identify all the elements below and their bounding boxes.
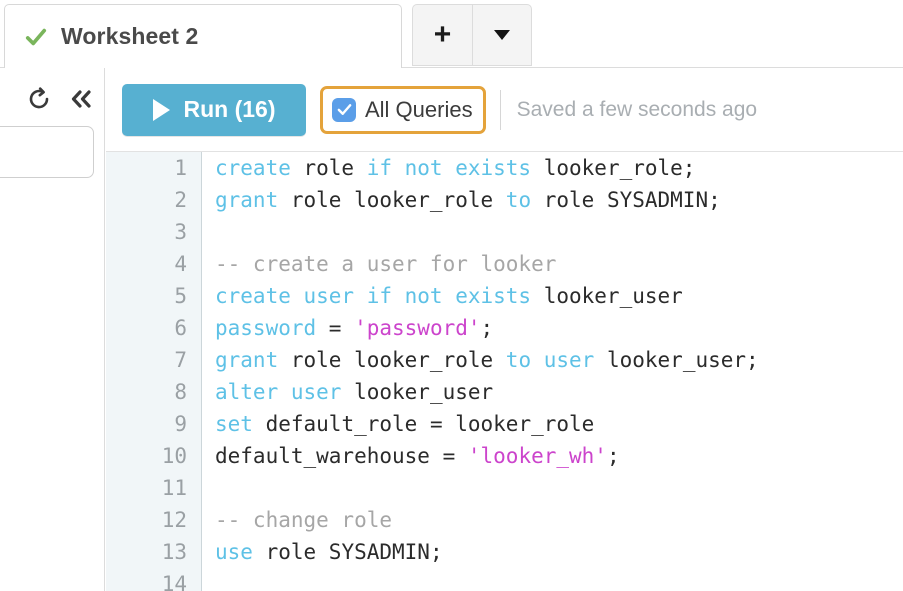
run-button-label: Run (16): [183, 96, 276, 122]
code-token-kw: set: [215, 412, 253, 436]
refresh-icon[interactable]: [26, 86, 52, 112]
line-number: 3: [174, 220, 187, 244]
code-line[interactable]: set default_role = looker_role: [203, 408, 903, 440]
code-token-pln: ;: [606, 444, 620, 468]
line-number: 7: [174, 348, 187, 372]
code-token-pln: looker_role;: [531, 156, 696, 180]
line-number: 2: [174, 188, 187, 212]
code-token-kw: grant: [215, 348, 279, 372]
double-chevron-left-icon[interactable]: [68, 86, 94, 112]
code-token-kw: create: [215, 156, 291, 180]
code-content[interactable]: create role if not exists looker_role;gr…: [203, 152, 903, 591]
line-number: 12: [161, 508, 187, 532]
code-token-pln: default_role = looker_role: [252, 412, 595, 436]
code-line[interactable]: create user if not exists looker_user: [203, 280, 903, 312]
all-queries-label: All Queries: [365, 96, 473, 122]
code-token-pln: role SYSADMIN;: [252, 540, 443, 564]
line-number: 1: [174, 156, 187, 180]
plus-icon: +: [433, 18, 452, 51]
code-token-kw: alter user: [215, 380, 342, 404]
add-worksheet-button[interactable]: +: [412, 4, 472, 66]
code-token-kw: use: [215, 540, 253, 564]
left-panel-actions: [26, 86, 94, 112]
tab-strip: Worksheet 2 +: [0, 0, 903, 68]
all-queries-checkbox[interactable]: [332, 97, 356, 122]
saved-status: Saved a few seconds ago: [516, 97, 758, 121]
check-icon: [25, 28, 47, 45]
code-token-cmt: -- create a user for looker: [215, 252, 557, 276]
code-token-pln: ;: [480, 316, 494, 340]
code-token-pln: default_warehouse =: [215, 444, 468, 468]
line-number: 13: [161, 540, 187, 564]
code-line[interactable]: default_warehouse = 'looker_wh';: [203, 440, 903, 472]
worksheet-menu-button[interactable]: [472, 4, 532, 66]
code-line[interactable]: use role SYSADMIN;: [203, 536, 903, 568]
code-token-pln: role looker_role: [278, 188, 506, 212]
line-number: 8: [174, 380, 187, 404]
run-button[interactable]: Run (16): [122, 83, 306, 136]
code-token-str: 'password': [354, 316, 481, 340]
code-token-kw: to user: [505, 348, 595, 372]
code-token-kw: password: [215, 316, 317, 340]
code-line[interactable]: -- create a user for looker: [203, 248, 903, 280]
line-number: 6: [174, 316, 187, 340]
code-token-kw: if not exists: [366, 156, 532, 180]
code-token-str: 'looker_wh': [467, 444, 607, 468]
play-icon: [152, 98, 170, 121]
line-number: 4: [174, 252, 187, 276]
editor-toolbar: Run (16) All Queries Saved a few seconds…: [106, 68, 903, 152]
code-token-pln: =: [316, 316, 355, 340]
tab-title: Worksheet 2: [61, 23, 199, 49]
code-line[interactable]: create role if not exists looker_role;: [203, 152, 903, 184]
code-line[interactable]: grant role looker_role to user looker_us…: [203, 344, 903, 376]
code-line[interactable]: alter user looker_user: [203, 376, 903, 408]
chevron-down-icon: [494, 30, 510, 40]
code-token-kw: create user if not exists: [215, 284, 532, 308]
code-token-pln: looker_user: [341, 380, 494, 404]
all-queries-toggle[interactable]: All Queries: [320, 85, 486, 134]
toolbar-divider: [499, 89, 501, 130]
code-line[interactable]: -- change role: [203, 504, 903, 536]
code-token-pln: role SYSADMIN;: [531, 188, 721, 212]
code-token-pln: role: [290, 156, 367, 180]
left-panel-input[interactable]: [0, 126, 94, 178]
tab-controls: +: [412, 4, 532, 66]
code-token-pln: looker_user: [531, 284, 683, 308]
line-number: 11: [161, 476, 187, 500]
line-number: 10: [161, 444, 187, 468]
code-line[interactable]: grant role looker_role to role SYSADMIN;: [203, 184, 903, 216]
left-panel: [0, 68, 105, 591]
code-token-kw: grant: [215, 188, 279, 212]
line-number: 14: [161, 572, 187, 591]
code-line[interactable]: password = 'password';: [203, 312, 903, 344]
code-token-pln: role looker_role: [278, 348, 506, 372]
code-token-cmt: -- change role: [215, 508, 393, 532]
checkmark-icon: [337, 104, 351, 115]
tab-worksheet-2[interactable]: Worksheet 2: [4, 4, 402, 68]
code-line[interactable]: [203, 216, 903, 248]
code-token-pln: looker_user;: [594, 348, 759, 372]
code-line[interactable]: [203, 472, 903, 504]
line-number: 5: [174, 284, 187, 308]
code-line[interactable]: [203, 568, 903, 591]
line-number: 9: [174, 412, 187, 436]
code-token-kw: to: [505, 188, 532, 212]
